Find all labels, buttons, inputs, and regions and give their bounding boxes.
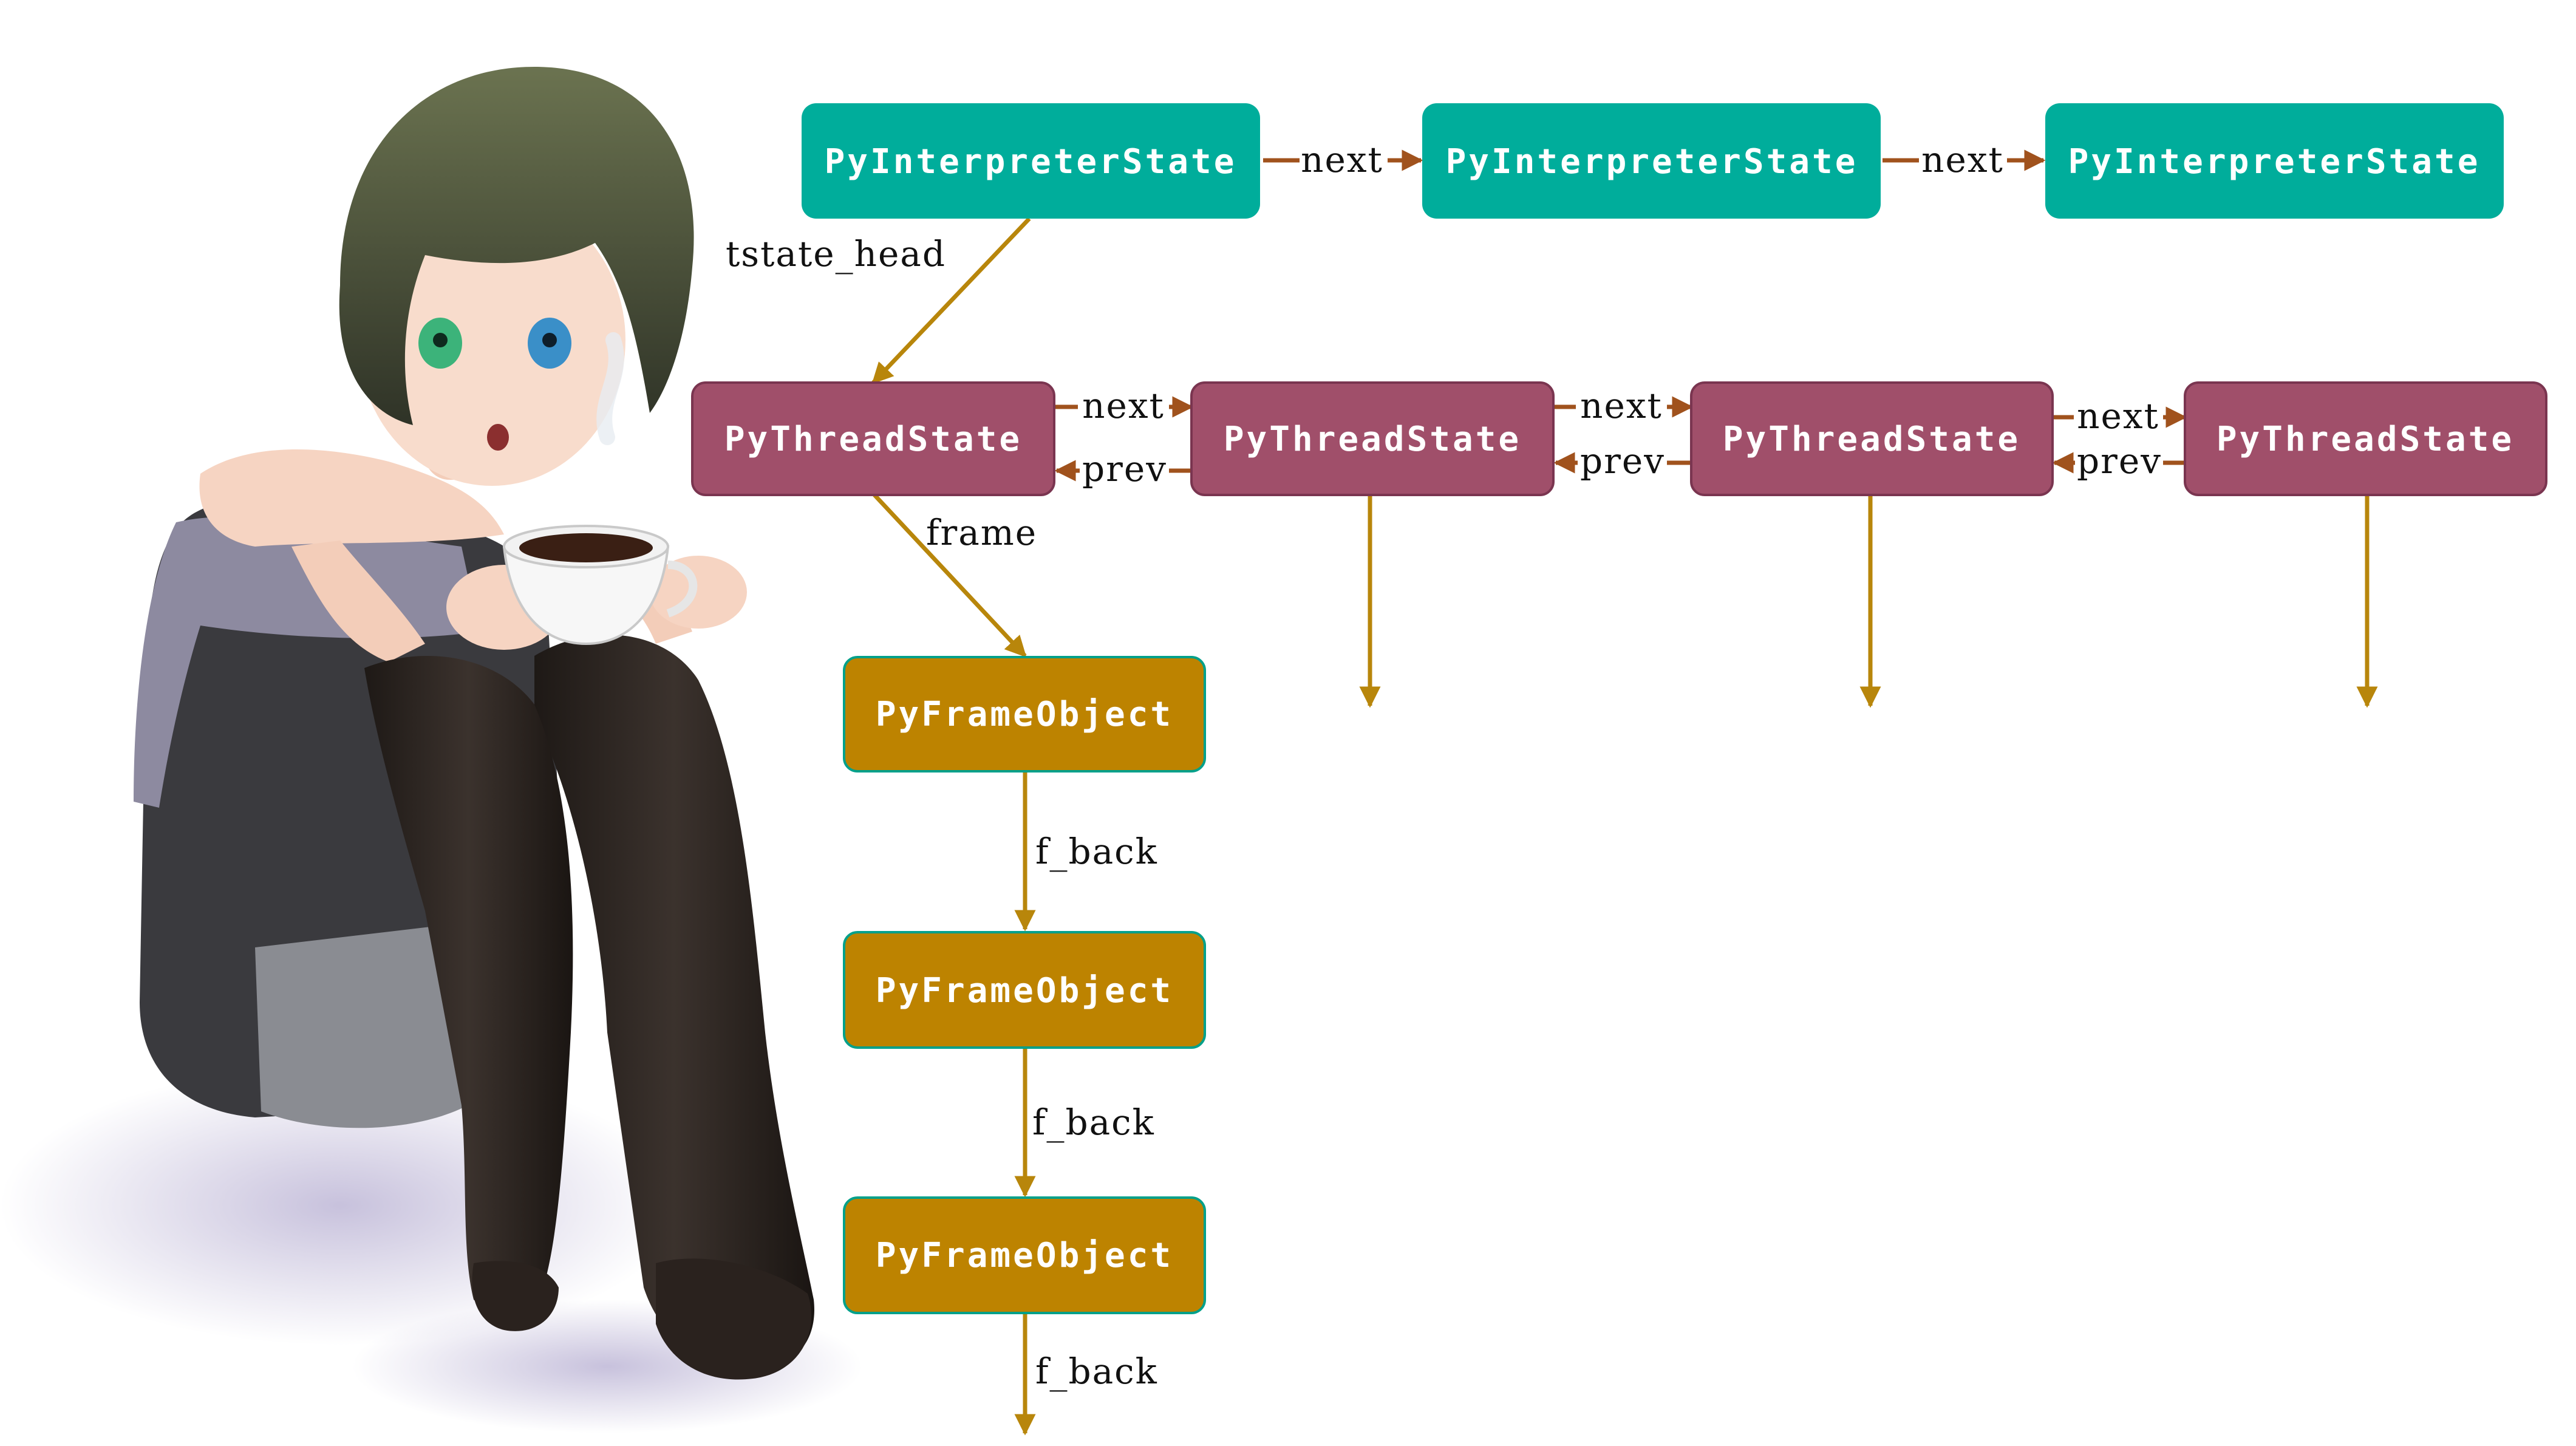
- thread-next-label-1: next: [1082, 385, 1165, 426]
- frame-object-box: [843, 656, 1206, 772]
- frame-object-box: [843, 931, 1206, 1049]
- tstate-head-label: tstate_head: [726, 233, 946, 275]
- interp-next-label-1: next: [1301, 139, 1383, 180]
- frame-back-links: f_back f_back f_back: [1014, 771, 1158, 1436]
- frame-object-label: PyFrameObject: [876, 1236, 1173, 1275]
- interpreter-state-node: PyInterpreterState: [2045, 103, 2504, 219]
- frame-arrow: [873, 493, 1027, 658]
- thread-state-node: PyThreadState: [1690, 381, 2054, 496]
- thread-state-node: PyThreadState: [1190, 381, 1555, 496]
- anime-girl-holding-teacup-illustration: [0, 67, 862, 1433]
- thread-state-label: PyThreadState: [1224, 420, 1521, 459]
- thread-next-label-2: next: [1580, 385, 1663, 426]
- interpreter-state-label: PyInterpreterState: [1446, 142, 1858, 182]
- thread-state-node: PyThreadState: [691, 381, 1055, 496]
- interpreter-state-label: PyInterpreterState: [2068, 142, 2481, 182]
- thread-prev-label-1: prev: [1082, 448, 1167, 489]
- frame-object-box: [843, 1196, 1206, 1314]
- interpreter-state-node: PyInterpreterState: [802, 103, 1260, 219]
- thread-state-label: PyThreadState: [724, 420, 1022, 459]
- thread-state-label: PyThreadState: [2217, 420, 2514, 459]
- interpreter-state-node: PyInterpreterState: [1422, 103, 1881, 219]
- thread-prev-label-2: prev: [1580, 440, 1665, 482]
- tstate-head-arrow: [871, 217, 1031, 384]
- frame-object-node: PyFrameObject: [843, 656, 1206, 772]
- f-back-label-2: f_back: [1032, 1102, 1155, 1143]
- frame-label: frame: [926, 512, 1037, 553]
- tstate-head-link: tstate_head: [726, 217, 1031, 384]
- thread-state-box: [2184, 381, 2547, 496]
- thread-next-prev-links: next prev next prev next prev: [1054, 385, 2187, 489]
- interpreter-state-box: [1422, 103, 1881, 219]
- thread-state-box: [691, 381, 1055, 496]
- thread-state-node: PyThreadState: [2184, 381, 2547, 496]
- thread-prev-label-3: prev: [2077, 440, 2162, 482]
- thread-state-box: [1190, 381, 1555, 496]
- thread-state-box: [1690, 381, 2054, 496]
- thread-state-label: PyThreadState: [1723, 420, 2020, 459]
- frame-link: frame: [873, 493, 1037, 658]
- interpreter-state-label: PyInterpreterState: [825, 142, 1237, 182]
- interpreter-state-box: [802, 103, 1260, 219]
- interpreter-state-box: [2045, 103, 2504, 219]
- thread-frame-arrows: [1359, 495, 2378, 708]
- frame-object-label: PyFrameObject: [876, 695, 1173, 734]
- f-back-label-1: f_back: [1035, 831, 1158, 872]
- frame-object-label: PyFrameObject: [876, 971, 1173, 1011]
- f-back-label-3: f_back: [1035, 1351, 1158, 1392]
- frame-object-node: PyFrameObject: [843, 931, 1206, 1049]
- interpreter-next-links: next next: [1263, 139, 2046, 180]
- thread-next-label-3: next: [2077, 395, 2159, 437]
- interp-next-label-2: next: [1921, 139, 2004, 180]
- frame-object-node: PyFrameObject: [843, 1196, 1206, 1314]
